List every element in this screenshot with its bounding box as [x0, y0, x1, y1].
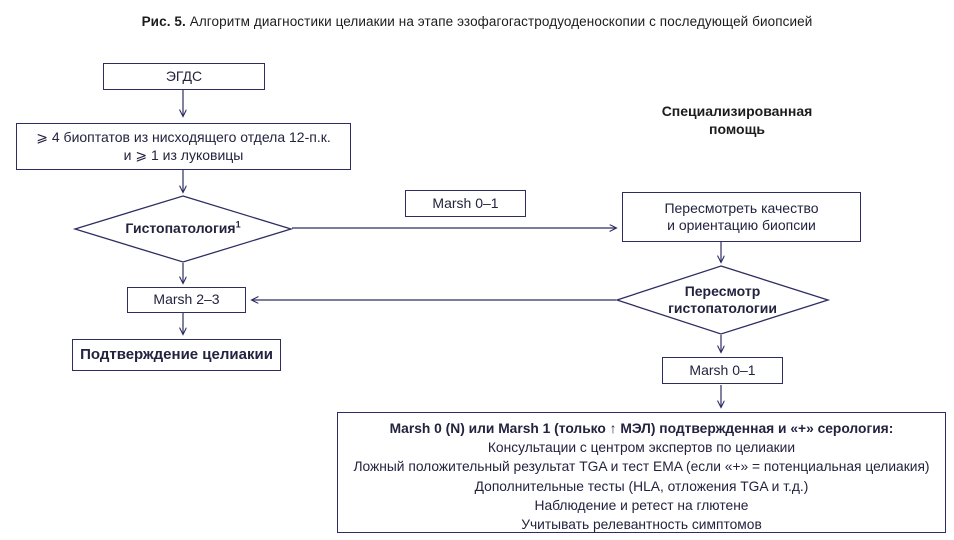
node-marsh23: Marsh 2–3	[127, 287, 246, 313]
node-review-quality-line1: Пересмотреть качество	[664, 199, 819, 216]
section-label-specialized-care: Специализированная помощь	[627, 102, 847, 138]
outcome-line: Консультации с центром экспертов по цели…	[487, 440, 796, 456]
node-biopsy-line1: ⩾ 4 биоптатов из нисходящего отдела 12-п…	[36, 129, 331, 145]
outcome-line: Наблюдение и ретест на глютене	[534, 497, 749, 513]
node-egds-label: ЭГДС	[165, 67, 203, 84]
node-histopathology: Гистопатология1	[75, 196, 291, 262]
node-review-quality: Пересмотреть качество и ориентацию биопс…	[622, 192, 861, 242]
node-marsh01-top: Marsh 0–1	[405, 190, 526, 217]
node-marsh01-right-label: Marsh 0–1	[689, 361, 756, 378]
node-histopathology-label: Гистопатология	[125, 220, 236, 237]
node-review-histopathology: Пересмотр гистопатологии	[617, 266, 828, 334]
node-marsh01-top-label: Marsh 0–1	[432, 194, 499, 211]
node-biopsy-line2: и ⩾ 1 из луковицы	[123, 146, 244, 163]
decision-diamond-histopathology	[72, 195, 294, 263]
outcome-line: Учитывать релевантность симптомов	[521, 517, 762, 533]
node-marsh23-label: Marsh 2–3	[153, 291, 220, 308]
node-egds: ЭГДС	[103, 63, 265, 90]
decision-diamond-review-histopathology	[614, 265, 831, 335]
footnote-marker: 1	[235, 219, 241, 230]
node-outcome: Marsh 0 (N) или Marsh 1 (только ↑ МЭЛ) п…	[337, 412, 946, 533]
figure-number: Рис. 5.	[141, 14, 186, 29]
figure-title: Рис. 5. Алгоритм диагностики целиакии на…	[0, 14, 954, 29]
node-review-quality-line2: и ориентацию биопсии	[667, 217, 816, 233]
node-confirm-celiac: Подтверждение целиакии	[72, 339, 281, 371]
section-label-line1: Специализированная	[661, 103, 813, 119]
node-confirm-celiac-label: Подтверждение целиакии	[80, 345, 273, 363]
outcome-line: Ложный положительный результат TGA и тес…	[353, 459, 930, 475]
section-label-line2: помощь	[709, 121, 765, 138]
node-biopsy-requirements: ⩾ 4 биоптатов из нисходящего отдела 12-п…	[16, 123, 351, 170]
node-marsh01-right: Marsh 0–1	[662, 357, 783, 384]
outcome-line: Дополнительные тесты (HLA, отложения TGA…	[474, 478, 809, 494]
figure-caption: Алгоритм диагностики целиакии на этапе э…	[185, 14, 813, 29]
outcome-heading: Marsh 0 (N) или Marsh 1 (только ↑ МЭЛ) п…	[389, 421, 894, 436]
node-review-histo-line1: Пересмотр	[684, 282, 761, 299]
node-review-histo-line2: гистопатологии	[668, 300, 777, 316]
